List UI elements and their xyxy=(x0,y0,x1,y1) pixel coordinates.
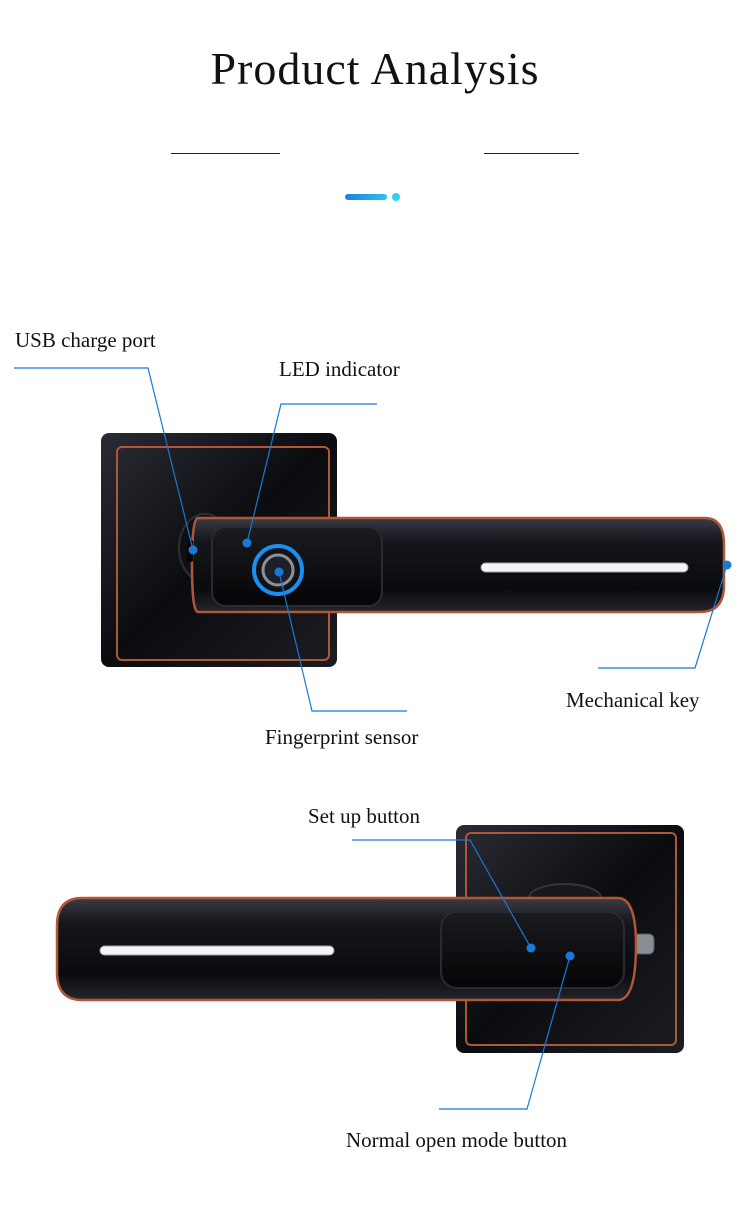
setup-callout-line xyxy=(352,839,532,949)
accent-dot xyxy=(392,193,400,201)
accent-bar xyxy=(345,194,387,200)
title-divider-right xyxy=(484,153,579,154)
usb-callout-line xyxy=(14,367,194,551)
setup-callout-dot xyxy=(526,943,536,953)
mechanical-key-label: Mechanical key xyxy=(566,688,700,712)
page-title: Product Analysis xyxy=(210,43,540,94)
front-light-strip xyxy=(480,562,689,573)
key-callout-line xyxy=(598,564,728,669)
fingerprint-sensor-label: Fingerprint sensor xyxy=(265,725,419,749)
usb-callout-dot xyxy=(188,545,198,555)
normal-open-callout-line xyxy=(439,955,571,1110)
normal-open-callout-dot xyxy=(565,951,575,961)
led-callout-line xyxy=(246,403,377,544)
fingerprint-callout-line xyxy=(278,571,407,712)
led-indicator-label: LED indicator xyxy=(279,357,400,381)
set-up-button-label: Set up button xyxy=(308,804,421,828)
usb-charge-port-label: USB charge port xyxy=(15,328,156,352)
normal-open-mode-button-label: Normal open mode button xyxy=(346,1128,568,1152)
rear-lock-view xyxy=(55,825,684,1110)
rear-light-strip xyxy=(99,945,335,956)
front-lock-view xyxy=(14,367,732,712)
fingerprint-callout-dot xyxy=(274,567,284,577)
led-callout-dot xyxy=(242,538,252,548)
title-divider-left xyxy=(171,153,280,154)
key-callout-dot xyxy=(722,560,732,570)
